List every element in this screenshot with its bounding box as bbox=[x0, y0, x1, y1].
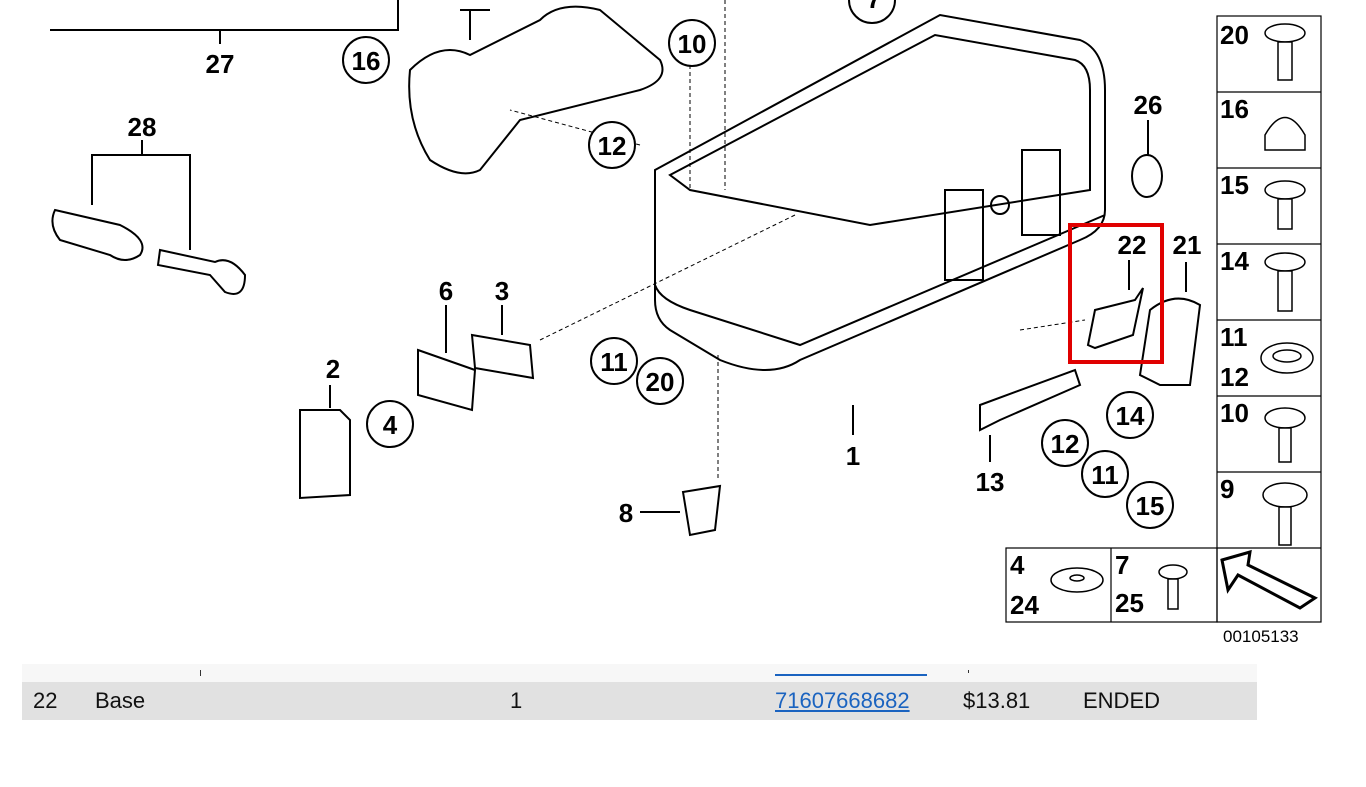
part-2 bbox=[299, 409, 351, 500]
label-22: 22 bbox=[1118, 230, 1147, 260]
part-number-link[interactable]: 71607668682 bbox=[775, 688, 910, 713]
legend-20: 20 bbox=[1220, 20, 1249, 50]
handle-part bbox=[408, 5, 664, 175]
parts-diagram: 16 10 12 11 20 4 14 12 11 15 7 27 28 6 3… bbox=[50, 0, 1322, 646]
legend-14: 14 bbox=[1220, 246, 1249, 276]
label-26: 26 bbox=[1134, 90, 1163, 120]
leader-27 bbox=[50, 0, 399, 31]
part-8 bbox=[681, 484, 722, 537]
lock-cylinder bbox=[51, 208, 144, 261]
price: $13.81 bbox=[963, 688, 1031, 713]
fastener-legend bbox=[1005, 15, 1322, 623]
part-21 bbox=[1138, 297, 1202, 386]
legend-10: 10 bbox=[1220, 398, 1249, 428]
callout-11: 11 bbox=[600, 347, 628, 377]
badge-26 bbox=[1131, 154, 1163, 198]
legend-11: 11 bbox=[1220, 322, 1248, 352]
legend-9: 9 bbox=[1220, 474, 1234, 504]
previous-table-row-partial bbox=[22, 664, 1257, 682]
label-28: 28 bbox=[128, 112, 157, 142]
part-description: Base bbox=[95, 688, 146, 713]
part-3 bbox=[470, 333, 535, 380]
legend-16: 16 bbox=[1220, 94, 1249, 124]
callout-15: 15 bbox=[1136, 491, 1165, 521]
case-box bbox=[654, 13, 1106, 371]
table-row[interactable]: 22 Base 1 71607668682 $13.81 ENDED bbox=[22, 682, 1257, 720]
callout-14: 14 bbox=[1116, 401, 1145, 431]
label-6: 6 bbox=[439, 276, 453, 306]
callout-12b: 12 bbox=[1051, 429, 1080, 459]
part-13 bbox=[979, 368, 1082, 432]
diagram-code: 00105133 bbox=[1223, 627, 1299, 646]
legend-25: 25 bbox=[1115, 588, 1144, 618]
legend-24: 24 bbox=[1010, 590, 1039, 620]
part-22-base bbox=[1086, 287, 1144, 350]
label-13: 13 bbox=[976, 467, 1005, 497]
legend-15: 15 bbox=[1220, 170, 1249, 200]
callout-16: 16 bbox=[352, 46, 381, 76]
callout-4: 4 bbox=[383, 410, 398, 440]
label-21: 21 bbox=[1173, 230, 1202, 260]
ref-number: 22 bbox=[33, 688, 58, 713]
label-27: 27 bbox=[206, 49, 235, 79]
legend-7: 7 bbox=[1115, 550, 1129, 580]
highlight-box-22 bbox=[1068, 223, 1164, 364]
part-6 bbox=[417, 348, 477, 412]
label-8: 8 bbox=[619, 498, 633, 528]
label-1: 1 bbox=[846, 441, 860, 471]
callout-10: 10 bbox=[678, 29, 707, 59]
legend-4: 4 bbox=[1010, 550, 1025, 580]
callout-11b: 11 bbox=[1091, 460, 1119, 490]
label-3: 3 bbox=[495, 276, 509, 306]
callout-12: 12 bbox=[598, 131, 627, 161]
status: ENDED bbox=[1083, 688, 1161, 713]
callout-7: 7 bbox=[867, 0, 881, 14]
callout-20: 20 bbox=[646, 367, 675, 397]
quantity: 1 bbox=[510, 688, 523, 713]
orientation-arrow-icon bbox=[1220, 549, 1318, 610]
legend-12: 12 bbox=[1220, 362, 1249, 392]
label-2: 2 bbox=[326, 354, 340, 384]
key bbox=[156, 248, 247, 295]
